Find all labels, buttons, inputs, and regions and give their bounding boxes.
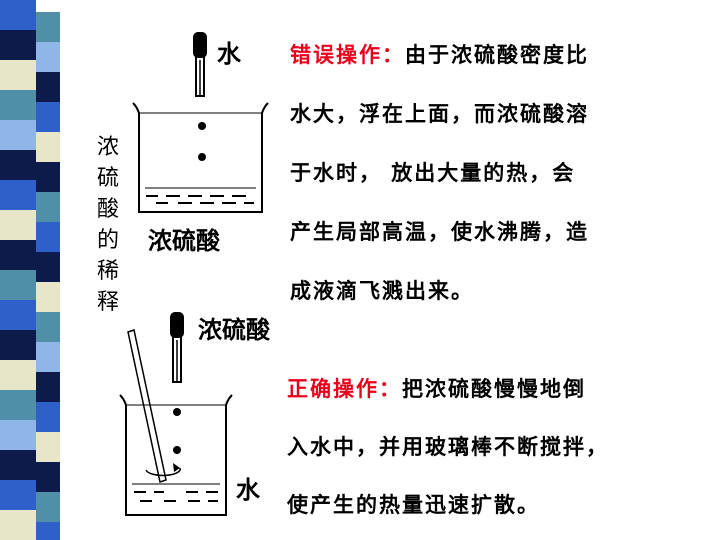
wrong-operation-line: 于水时， 放出大量的热，会 [290, 161, 576, 185]
stripe-block [0, 60, 36, 90]
vertical-title-char: 的 [96, 228, 119, 253]
stripe-block [0, 240, 36, 270]
glass-rod [127, 329, 167, 483]
top-beaker [132, 102, 269, 213]
stirring-arrow [145, 463, 181, 477]
wrong-operation-line: 产生局部高温，使水沸腾，造 [290, 220, 589, 244]
vertical-title-char: 硫 [96, 166, 119, 191]
vertical-title-char: 稀 [96, 259, 119, 284]
stripe-block [0, 180, 36, 210]
wrong-operation-text: 错误操作：由于浓硫酸密度比 水大，浮在上面，而浓硫酸溶 于水时， 放出大量的热，… [290, 26, 589, 321]
correct-operation-line: 正确操作：把浓硫酸慢慢地倒 [287, 377, 586, 401]
wrong-operation-line: 成液滴飞溅出来。 [290, 279, 474, 303]
correct-operation-line: 使产生的热量迅速扩散。 [287, 493, 540, 517]
top-dropper-label: 水 [217, 39, 241, 68]
stripe-block [0, 210, 36, 240]
stripe-block [0, 90, 36, 120]
falling-drop [173, 408, 181, 416]
bottom-dropper [170, 312, 184, 383]
stripe-block [0, 270, 36, 300]
falling-drop [198, 122, 206, 130]
stripe-block [0, 120, 36, 150]
stripe-block [0, 150, 36, 180]
stripe-block [0, 330, 36, 360]
stripe-block [0, 390, 36, 420]
stripe-block [0, 420, 36, 450]
stripe-block [0, 300, 36, 330]
bottom-beaker [119, 394, 233, 516]
wrong-operation-heading: 错误操作： [290, 43, 405, 67]
stripe-gap [60, 0, 72, 540]
wrong-operation-line: 水大，浮在上面，而浓硫酸溶 [290, 102, 589, 126]
stripe-block [0, 0, 36, 30]
decorative-stripe-band [0, 0, 72, 540]
falling-drop [173, 446, 181, 454]
falling-drop [198, 153, 206, 161]
stripe-block [0, 510, 36, 540]
stripe-block [0, 480, 36, 510]
correct-operation-line: 入水中，并用玻璃棒不断搅拌， [287, 435, 609, 459]
vertical-title-char: 酸 [96, 197, 119, 222]
vertical-title: 浓 硫 酸 的 稀 释 [90, 132, 126, 318]
stripe-block [0, 30, 36, 60]
wrong-operation-line: 错误操作：由于浓硫酸密度比 [290, 43, 589, 67]
stripe-block [0, 360, 36, 390]
vertical-title-char: 浓 [96, 135, 119, 160]
correct-operation-text: 正确操作：把浓硫酸慢慢地倒 入水中，并用玻璃棒不断搅拌， 使产生的热量迅速扩散。 [287, 360, 609, 534]
top-dropper [193, 32, 207, 97]
stripe-block [0, 450, 36, 480]
top-beaker-label: 浓硫酸 [148, 226, 220, 255]
bottom-beaker-label: 水 [236, 475, 260, 504]
vertical-title-char: 释 [96, 290, 119, 315]
bottom-dropper-label: 浓硫酸 [198, 315, 270, 344]
correct-operation-heading: 正确操作： [287, 377, 402, 401]
